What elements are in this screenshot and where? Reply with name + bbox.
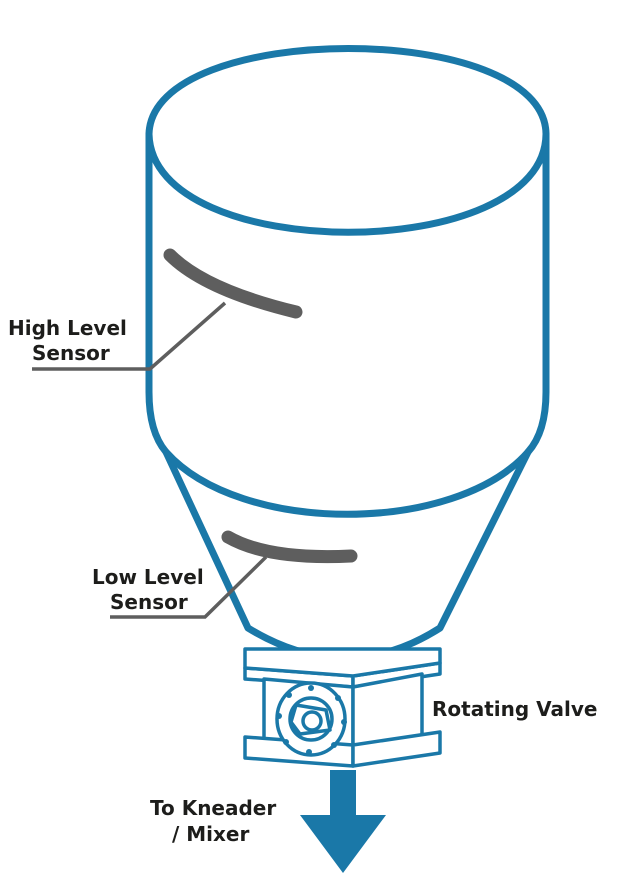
valve-bolts: [276, 685, 347, 755]
outlet-label: To Kneader / Mixer: [150, 796, 283, 846]
low-level-leader: [110, 555, 268, 619]
valve-top-flange-top: [243, 647, 442, 678]
high-level-sensor-label: High Level Sensor: [8, 316, 134, 365]
rotating-valve: [243, 647, 442, 768]
silo: [145, 45, 550, 662]
silo-cone-junction: [162, 448, 532, 518]
high-level-sensor: [163, 248, 303, 319]
rotating-valve-label: Rotating Valve: [432, 697, 597, 721]
high-level-leader: [32, 301, 227, 371]
down-arrow-icon: [300, 770, 386, 873]
low-level-sensor: [221, 530, 358, 564]
valve-bottom-flange-side: [351, 730, 442, 768]
low-level-sensor-label: Low Level Sensor: [92, 565, 211, 614]
silo-top-rim: [145, 130, 550, 236]
